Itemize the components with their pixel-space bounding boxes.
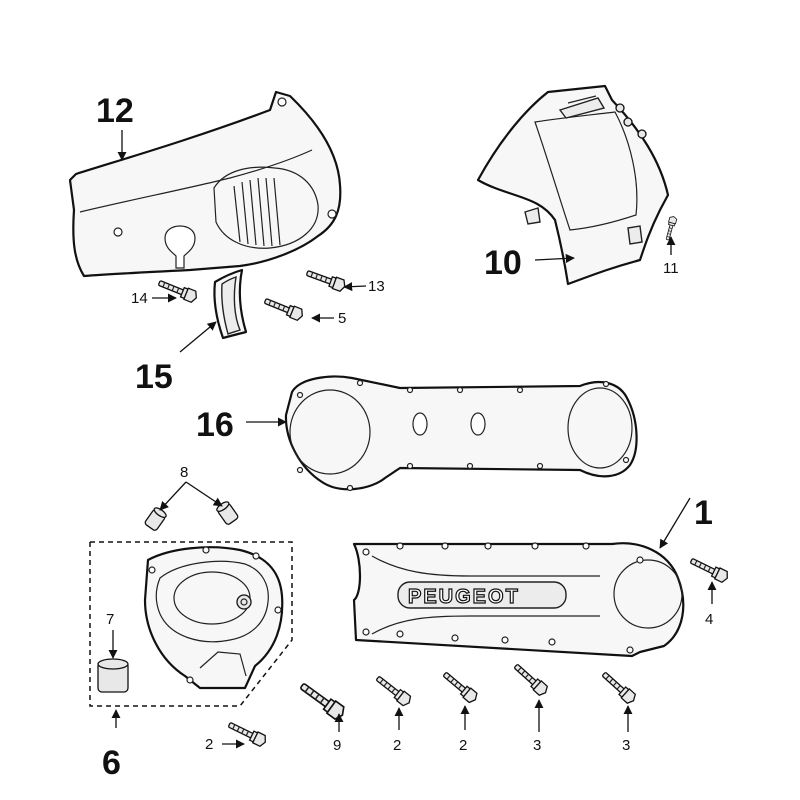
label-2a: 2 <box>205 736 213 753</box>
label-11: 11 <box>663 260 679 277</box>
part-4-screw <box>688 554 731 585</box>
leader-1 <box>659 497 691 549</box>
label-16: 16 <box>196 406 234 444</box>
label-1: 1 <box>694 494 713 532</box>
label-13: 13 <box>368 278 385 295</box>
label-2b: 2 <box>393 737 401 754</box>
label-3b: 3 <box>622 737 630 754</box>
label-8: 8 <box>180 464 188 481</box>
part-7-bushing <box>97 658 129 693</box>
part-10-shroud <box>476 84 670 286</box>
label-3a: 3 <box>533 737 541 754</box>
part-11-screw <box>663 215 678 242</box>
label-15: 15 <box>135 358 173 396</box>
label-10: 10 <box>484 244 522 282</box>
leader-10 <box>534 253 575 263</box>
part-13-screw <box>304 266 348 293</box>
part-16-bolt-holes <box>296 379 630 492</box>
part-3-screw-a <box>511 660 551 698</box>
part-2-screw-b <box>373 672 414 709</box>
part-8-dowel-left <box>144 507 167 531</box>
label-7: 7 <box>106 611 114 628</box>
leader-13 <box>343 282 367 292</box>
part-5-screw <box>262 294 306 323</box>
part-6-group-outline <box>89 541 293 707</box>
part-12-upper-cover <box>68 90 342 278</box>
emblem-text: PEUGEOT <box>408 586 520 608</box>
part-3-screw-b <box>599 668 639 706</box>
part-16-gasket <box>284 375 638 492</box>
part-6-inner-cover <box>143 546 284 690</box>
part-2-screw-c <box>440 668 480 706</box>
part-15-trim-strip <box>213 268 248 340</box>
label-12: 12 <box>96 92 134 130</box>
part-8-dowel-right <box>216 501 239 525</box>
label-5: 5 <box>338 310 346 327</box>
part-12-vent-slats <box>233 177 281 247</box>
leader-8 <box>159 481 223 511</box>
part-1-bolt-holes <box>362 542 644 654</box>
part-1-outer-cover: PEUGEOT <box>352 542 685 658</box>
leader-15 <box>179 321 217 353</box>
label-6: 6 <box>102 744 121 782</box>
label-14: 14 <box>131 290 148 307</box>
label-9: 9 <box>333 737 341 754</box>
part-14-screw <box>156 276 200 305</box>
label-2c: 2 <box>459 737 467 754</box>
label-4: 4 <box>705 611 713 628</box>
